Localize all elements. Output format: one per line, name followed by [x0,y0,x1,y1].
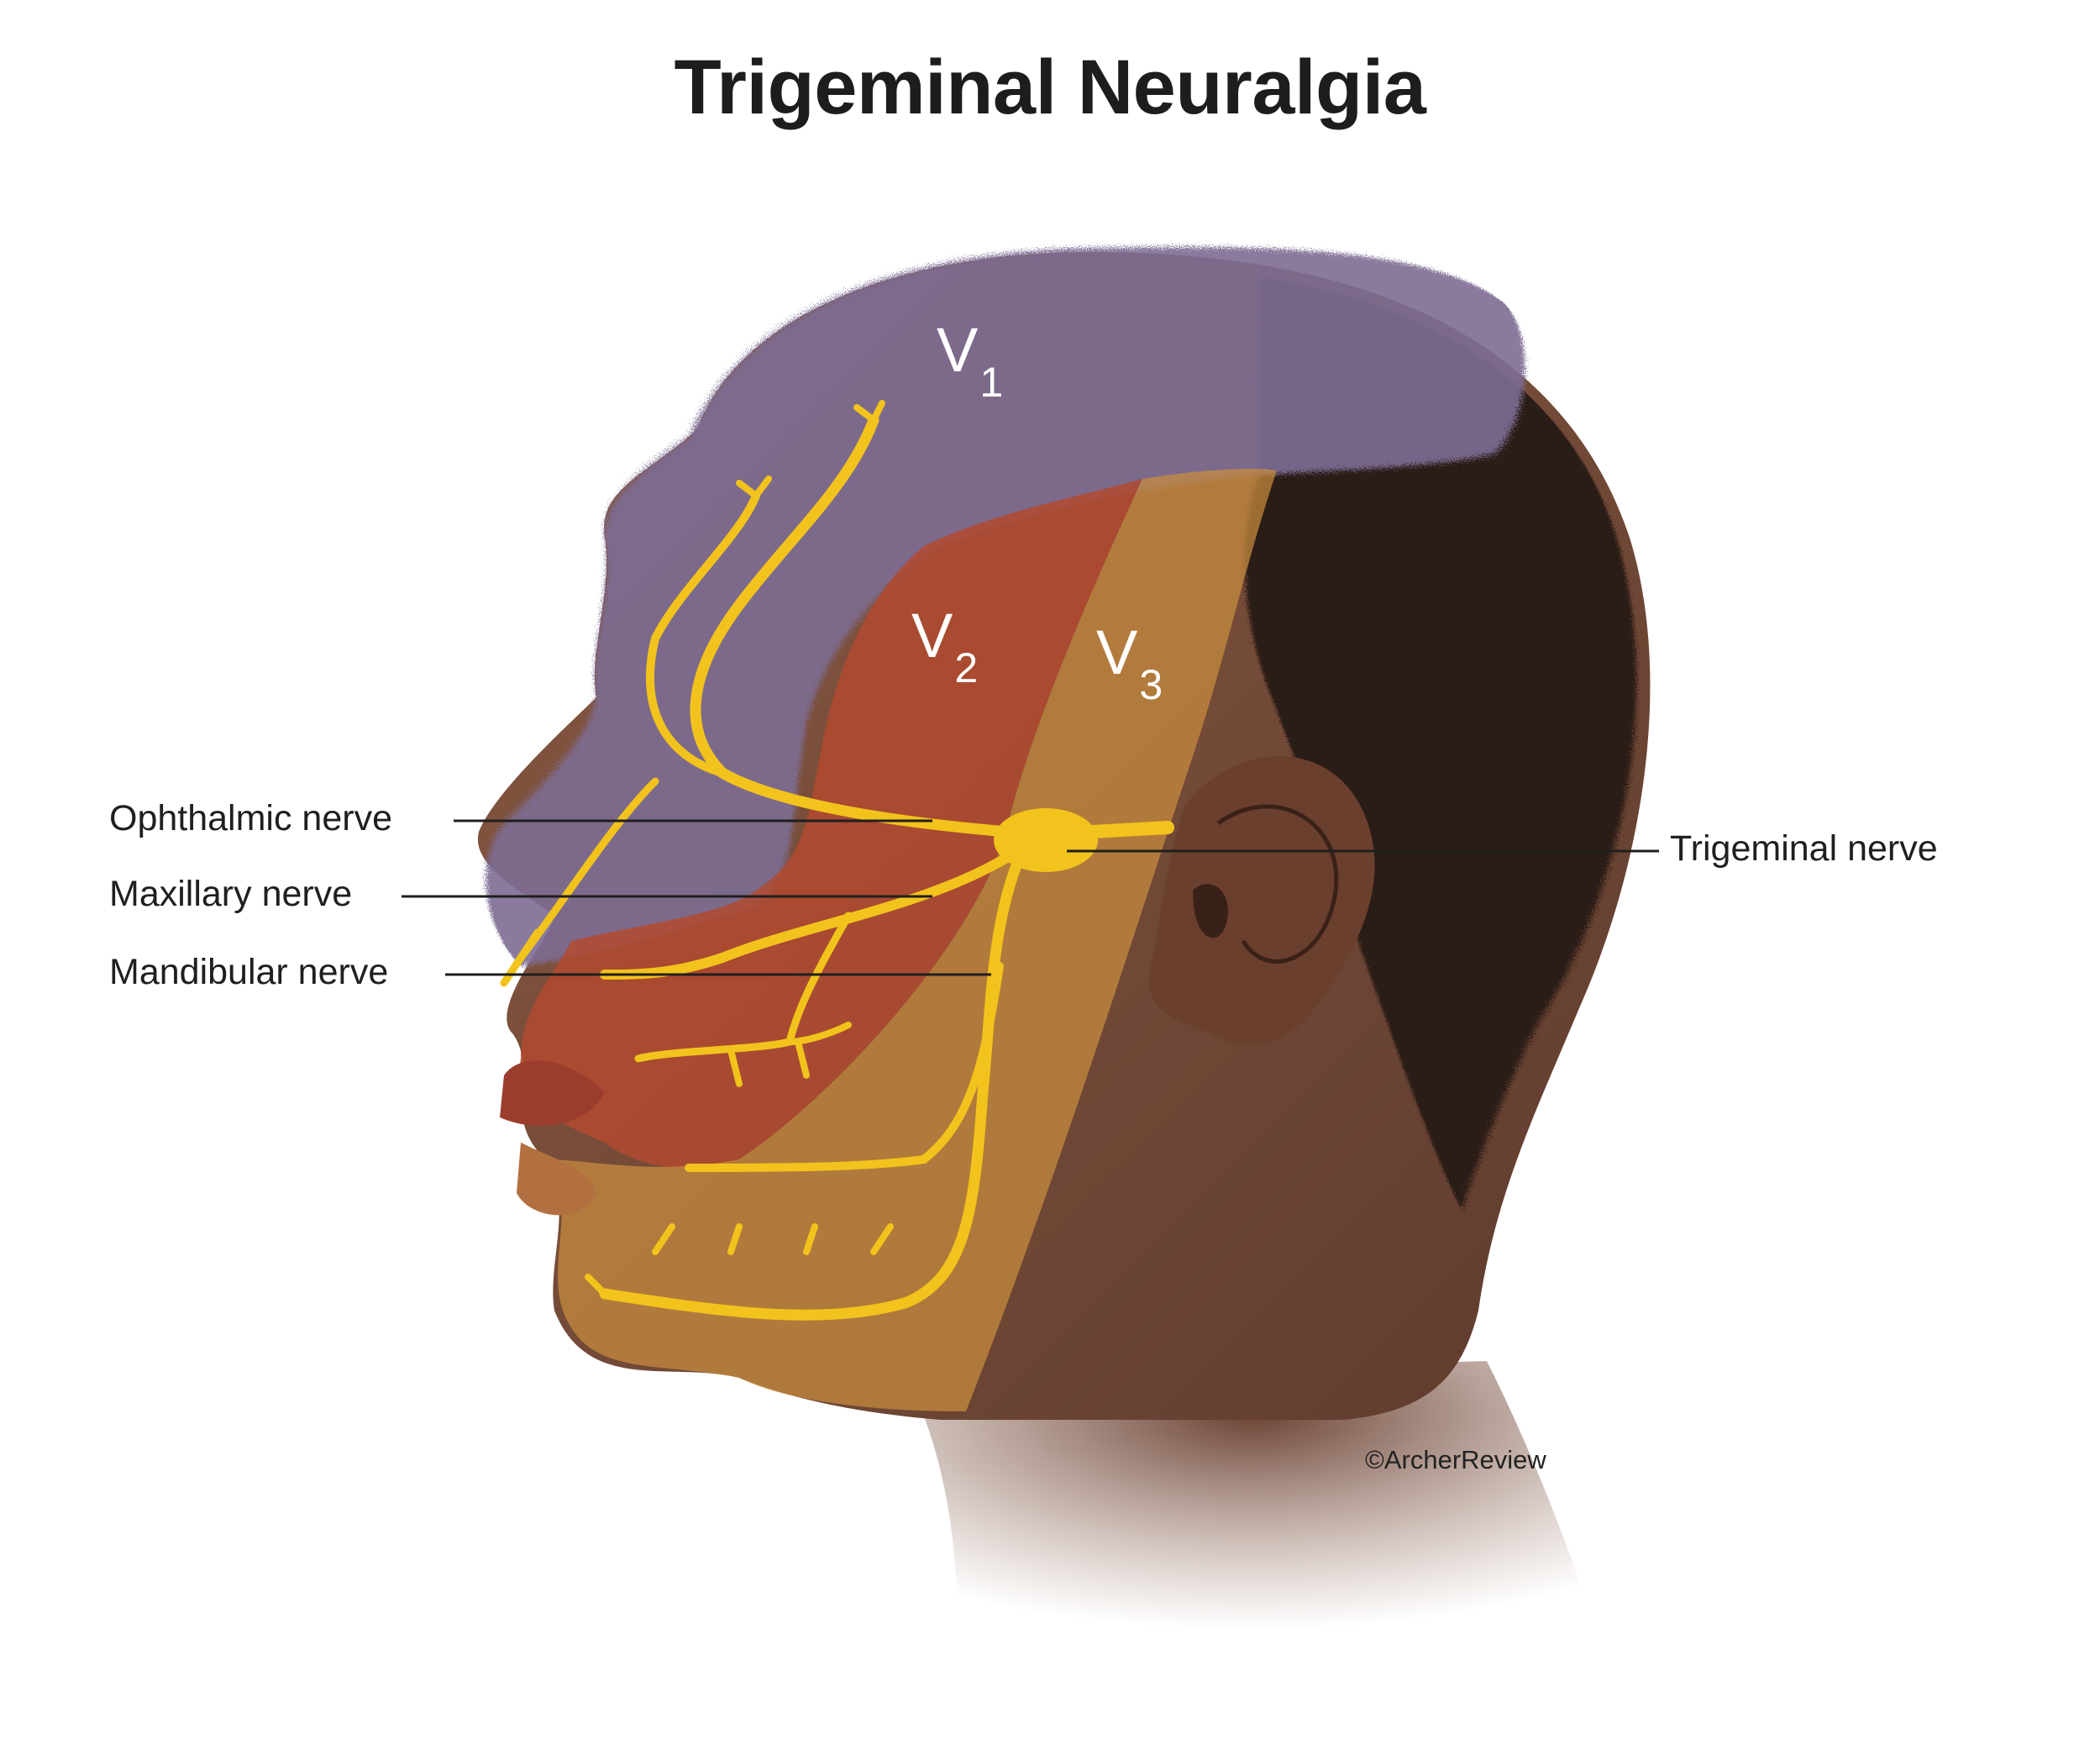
copyright-notice: ©ArcherReview [1365,1445,1546,1474]
zone-label-v1: V1 [937,315,1004,406]
zone-label-v3: V3 [1096,617,1163,708]
zone-label-v2: V2 [911,601,979,691]
label-mandibular-nerve: Mandibular nerve [109,952,389,992]
ophthalmic-branch [690,414,1014,838]
v3-zone [546,469,1277,1411]
figure-title: Trigeminal Neuralgia [674,45,1426,130]
label-maxillary-nerve: Maxillary nerve [109,874,353,914]
v2-zone [519,479,1142,1169]
lips [500,1060,605,1126]
label-ophthalmic-nerve: Ophthalmic nerve [109,798,392,838]
trigeminal-ganglion [994,808,1098,872]
trigeminal-root [1085,821,1174,838]
leader-lines [402,819,1659,976]
hair [1244,277,1637,1210]
label-trigeminal-nerve: Trigeminal nerve [1670,828,1938,869]
mandibular-branch [599,859,1022,1321]
ear [1149,756,1375,1045]
lower-lip [517,1143,596,1216]
neck [907,1361,1596,1630]
